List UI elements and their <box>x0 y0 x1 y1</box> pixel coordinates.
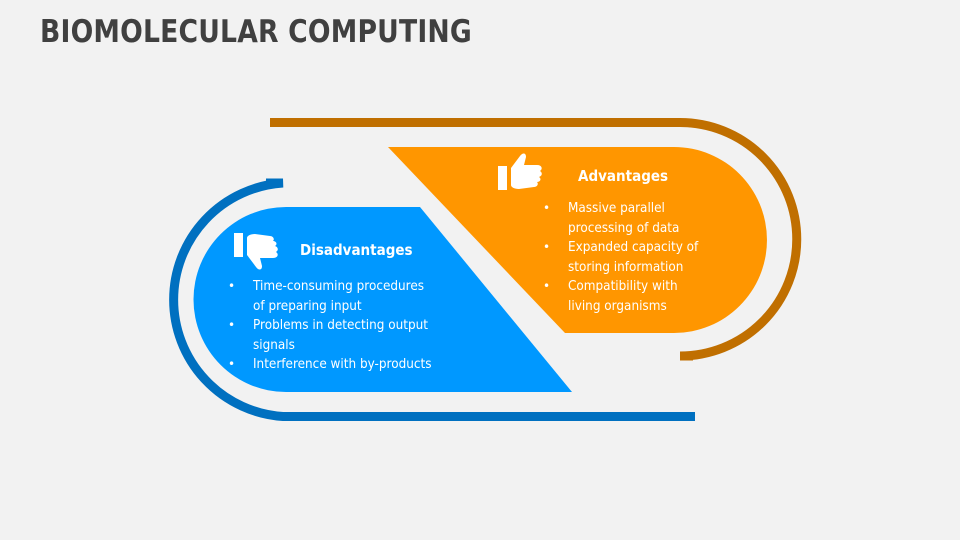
advantages-heading: Advantages <box>578 167 669 185</box>
thumbs-down-icon <box>234 233 278 270</box>
list-item: Compatibility with living organisms <box>541 277 713 316</box>
disadvantages-arc <box>169 178 695 421</box>
list-item: Expanded capacity of storing information <box>541 238 713 277</box>
list-item: Time-consuming procedures of preparing i… <box>226 277 451 316</box>
disadvantages-list: Time-consuming procedures of preparing i… <box>226 277 451 375</box>
list-item: Problems in detecting output signals <box>226 316 451 355</box>
list-item: Interference with by-products <box>226 355 451 375</box>
list-item: Massive parallel processing of data <box>541 199 713 238</box>
page-title: BIOMOLECULAR COMPUTING <box>40 14 472 50</box>
thumbs-up-icon <box>498 153 542 190</box>
advantages-list: Massive parallel processing of data Expa… <box>541 199 713 316</box>
disadvantages-heading: Disadvantages <box>300 241 413 259</box>
advantages-arc <box>270 118 802 361</box>
